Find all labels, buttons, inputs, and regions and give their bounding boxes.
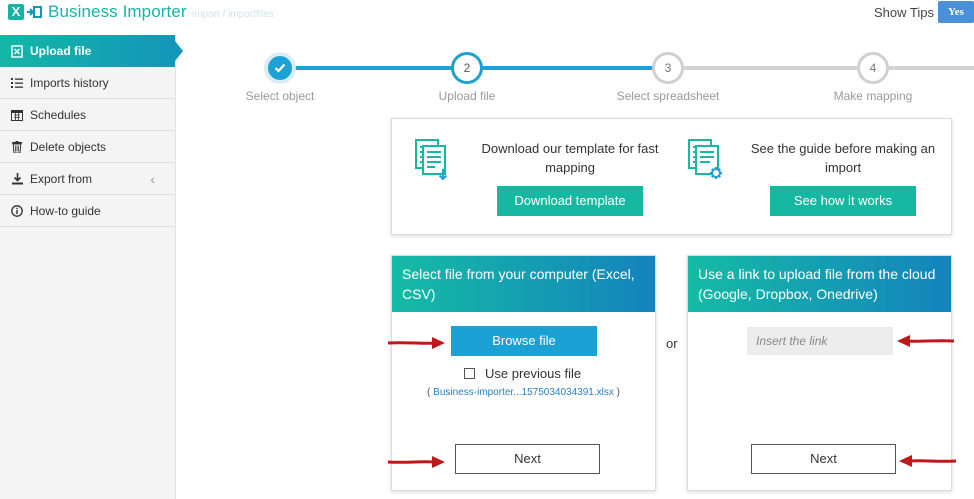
sidebar-item-label: How-to guide — [30, 203, 101, 218]
sidebar-item-label: Imports history — [30, 75, 109, 90]
sidebar-item-label: Export from — [30, 171, 93, 186]
step-select-object: Select object — [220, 52, 340, 103]
step-label: Upload file — [438, 89, 496, 103]
use-previous-file-label: Use previous file — [485, 366, 582, 381]
arrow-right-icon — [388, 456, 445, 468]
sidebar-item-delete-objects[interactable]: Delete objects — [0, 131, 175, 163]
paren-open: ( — [427, 387, 431, 398]
progress-stepper: Select object 2 Upload file 3 Select spr… — [176, 50, 974, 103]
download-icon — [10, 172, 24, 186]
chevron-left-icon[interactable]: ‹ — [150, 171, 155, 187]
next-button-cloud[interactable]: Next — [751, 444, 896, 474]
arrow-left-icon — [899, 455, 956, 467]
use-previous-file-checkbox[interactable] — [464, 368, 475, 379]
step-select-spreadsheet: 3 Select spreadsheet — [608, 52, 728, 103]
logo-x-icon: X — [8, 4, 24, 20]
list-icon — [10, 76, 24, 90]
app-title: Business Importer — [48, 2, 187, 21]
sidebar-item-label: Delete objects — [30, 139, 107, 154]
arrow-left-icon — [897, 335, 954, 347]
previous-file-link[interactable]: Business-importer...1575034034391.xlsx — [433, 387, 614, 398]
next-button-computer[interactable]: Next — [455, 444, 600, 474]
sidebar: Upload file Imports history Schedules De… — [0, 35, 183, 499]
download-template-button[interactable]: Download template — [497, 186, 643, 216]
browse-file-button[interactable]: Browse file — [451, 326, 597, 356]
info-icon — [10, 204, 24, 218]
or-separator: or — [666, 336, 678, 351]
calendar-icon — [10, 108, 24, 122]
upload-cloud-header: Use a link to upload file from the cloud… — [688, 256, 951, 312]
document-settings-icon — [688, 139, 722, 179]
template-guide-card: Download our template for fast mapping D… — [391, 118, 952, 235]
arrow-right-icon — [388, 337, 445, 349]
top-bar: X Business Importer import / importfiles… — [0, 0, 974, 28]
step-label: Make mapping — [833, 89, 913, 103]
sidebar-item-imports-history[interactable]: Imports history — [0, 67, 175, 99]
logo-arrow-icon — [27, 6, 42, 18]
step-circle-todo: 4 — [857, 52, 889, 84]
see-how-it-works-button[interactable]: See how it works — [770, 186, 916, 216]
active-indicator — [175, 41, 183, 61]
template-description: Download our template for fast mapping — [481, 141, 659, 175]
upload-from-cloud-panel: Use a link to upload file from the cloud… — [687, 255, 952, 491]
sidebar-item-upload-file[interactable]: Upload file — [0, 35, 183, 67]
step-circle-todo: 3 — [652, 52, 684, 84]
upload-file-icon — [10, 44, 24, 58]
paren-close: ) — [616, 387, 620, 398]
sidebar-item-label: Schedules — [30, 107, 87, 122]
template-section: Download our template for fast mapping D… — [392, 119, 673, 236]
document-download-icon — [415, 139, 448, 181]
use-previous-file-option[interactable]: Use previous file — [464, 366, 581, 381]
step-make-mapping: 4 Make mapping — [813, 52, 933, 103]
show-tips-label: Show Tips — [874, 5, 934, 20]
previous-file-info: ( Business-importer...1575034034391.xlsx… — [392, 387, 655, 398]
step-upload-file: 2 Upload file — [407, 52, 527, 103]
sidebar-item-export-from[interactable]: Export from ‹ — [0, 163, 175, 195]
step-label: Select object — [245, 89, 315, 103]
show-tips-toggle[interactable]: Yes — [938, 1, 974, 23]
sidebar-item-how-to-guide[interactable]: How-to guide — [0, 195, 175, 227]
app-logo[interactable]: X Business Importer — [8, 2, 187, 22]
sidebar-item-schedules[interactable]: Schedules — [0, 99, 175, 131]
guide-description: See the guide before making an import — [750, 141, 936, 175]
step-circle-current: 2 — [451, 52, 483, 84]
cloud-link-input[interactable]: Insert the link — [747, 327, 893, 355]
upload-from-computer-panel: Select file from your computer (Excel, C… — [391, 255, 656, 491]
upload-computer-header: Select file from your computer (Excel, C… — [392, 256, 655, 312]
stepper-line-pending — [666, 66, 974, 70]
step-label: Select spreadsheet — [616, 89, 720, 103]
guide-section: See the guide before making an import Se… — [673, 119, 953, 236]
checkmark-icon — [274, 63, 286, 73]
sidebar-item-label: Upload file — [30, 44, 92, 58]
breadcrumb: import / importfiles — [192, 9, 274, 20]
trash-icon — [10, 140, 24, 154]
step-circle-done — [264, 52, 296, 84]
